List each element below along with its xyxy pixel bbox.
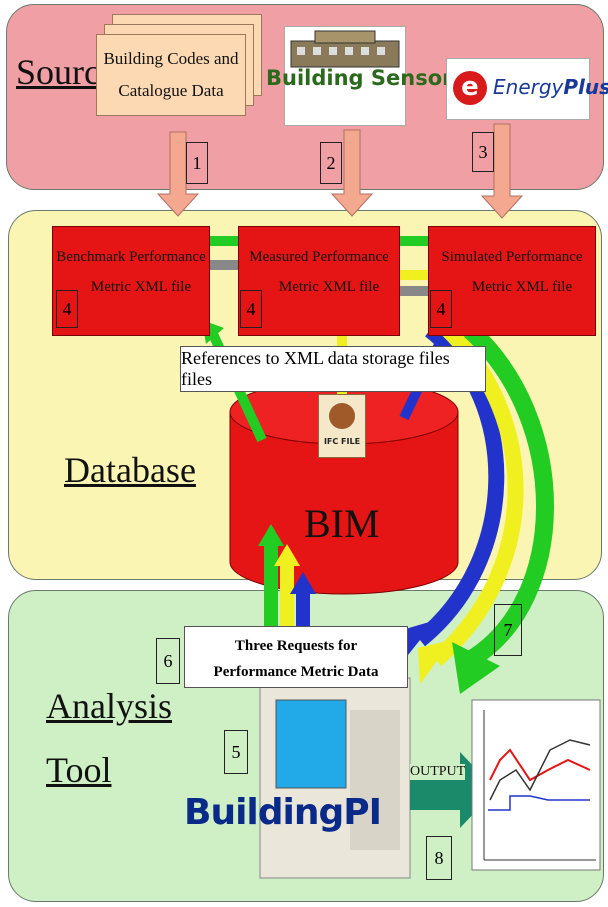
ifc-label: IFC FILE	[323, 437, 361, 446]
codes-line2: Catalogue Data	[118, 81, 224, 100]
connector-gray-1	[210, 260, 238, 270]
flow-arrowhead-yellow	[418, 640, 452, 684]
building-sensors-image	[284, 26, 406, 126]
measured-line2: Metric XML file	[278, 279, 380, 295]
requests-line2: Performance Metric Data	[213, 664, 379, 680]
step-2: 2	[320, 142, 342, 184]
tool-label: Tool	[46, 750, 112, 790]
connector-gray-2	[400, 286, 428, 296]
benchmark-line2: Metric XML file	[90, 279, 192, 295]
requests-box: Three Requests for Performance Metric Da…	[184, 626, 408, 688]
energyplus-name: Energy	[493, 75, 564, 99]
step-1: 1	[186, 142, 208, 184]
measured-xml-file	[238, 226, 400, 336]
requests-line1: Three Requests for	[234, 638, 358, 654]
chart-line-blue	[488, 795, 590, 811]
references-box: References to XML data storage files fil…	[180, 346, 486, 392]
arrow-3	[480, 123, 524, 219]
step-8: 8	[426, 836, 452, 880]
energyplus-plus: Plus	[563, 75, 608, 99]
output-label: OUTPUT	[410, 764, 466, 780]
benchmark-line1: Benchmark Performance	[56, 249, 206, 265]
step-3: 3	[472, 132, 494, 172]
measured-line1: Measured Performance	[249, 249, 389, 265]
step-6: 6	[156, 638, 180, 684]
simulated-line2: Metric XML file	[471, 279, 573, 295]
buildingpi-label: BuildingPI	[184, 792, 382, 833]
database-label: Database	[64, 450, 196, 490]
connector-yellow-2	[400, 270, 428, 280]
energyplus-e-icon: e	[453, 71, 487, 105]
energyplus-logo: e EnergyPlus	[446, 58, 608, 120]
ifc-file-icon: IFC FILE	[318, 394, 366, 458]
bim-label: BIM	[304, 501, 380, 546]
connector-green-1	[210, 236, 238, 246]
building-sensors-label: Building Sensors	[266, 66, 465, 90]
step-5: 5	[224, 730, 248, 774]
request-arrow-yellow	[274, 544, 300, 566]
output-chart	[471, 699, 601, 871]
arrow-2	[330, 129, 374, 217]
codes-line1: Building Codes and	[103, 49, 239, 68]
flow-arrowhead-green	[452, 642, 500, 694]
simulated-line1: Simulated Performance	[441, 249, 583, 265]
benchmark-number: 4	[56, 290, 78, 328]
chart-line-black	[489, 739, 591, 801]
benchmark-xml-file	[52, 226, 210, 336]
flow-arrowhead-blue	[402, 620, 436, 660]
computer-screen	[275, 699, 347, 789]
step-7: 7	[494, 604, 522, 656]
request-arrow-blue	[290, 572, 316, 594]
analysis-label: Analysis	[46, 686, 172, 726]
building-icon	[290, 30, 400, 68]
request-arrow-green	[258, 524, 284, 546]
measured-number: 4	[240, 290, 262, 328]
connector-green-2	[400, 236, 428, 246]
codes-document	[96, 34, 246, 116]
simulated-xml-file	[428, 226, 596, 336]
simulated-number: 4	[430, 290, 452, 328]
chart-line-red	[489, 748, 591, 782]
